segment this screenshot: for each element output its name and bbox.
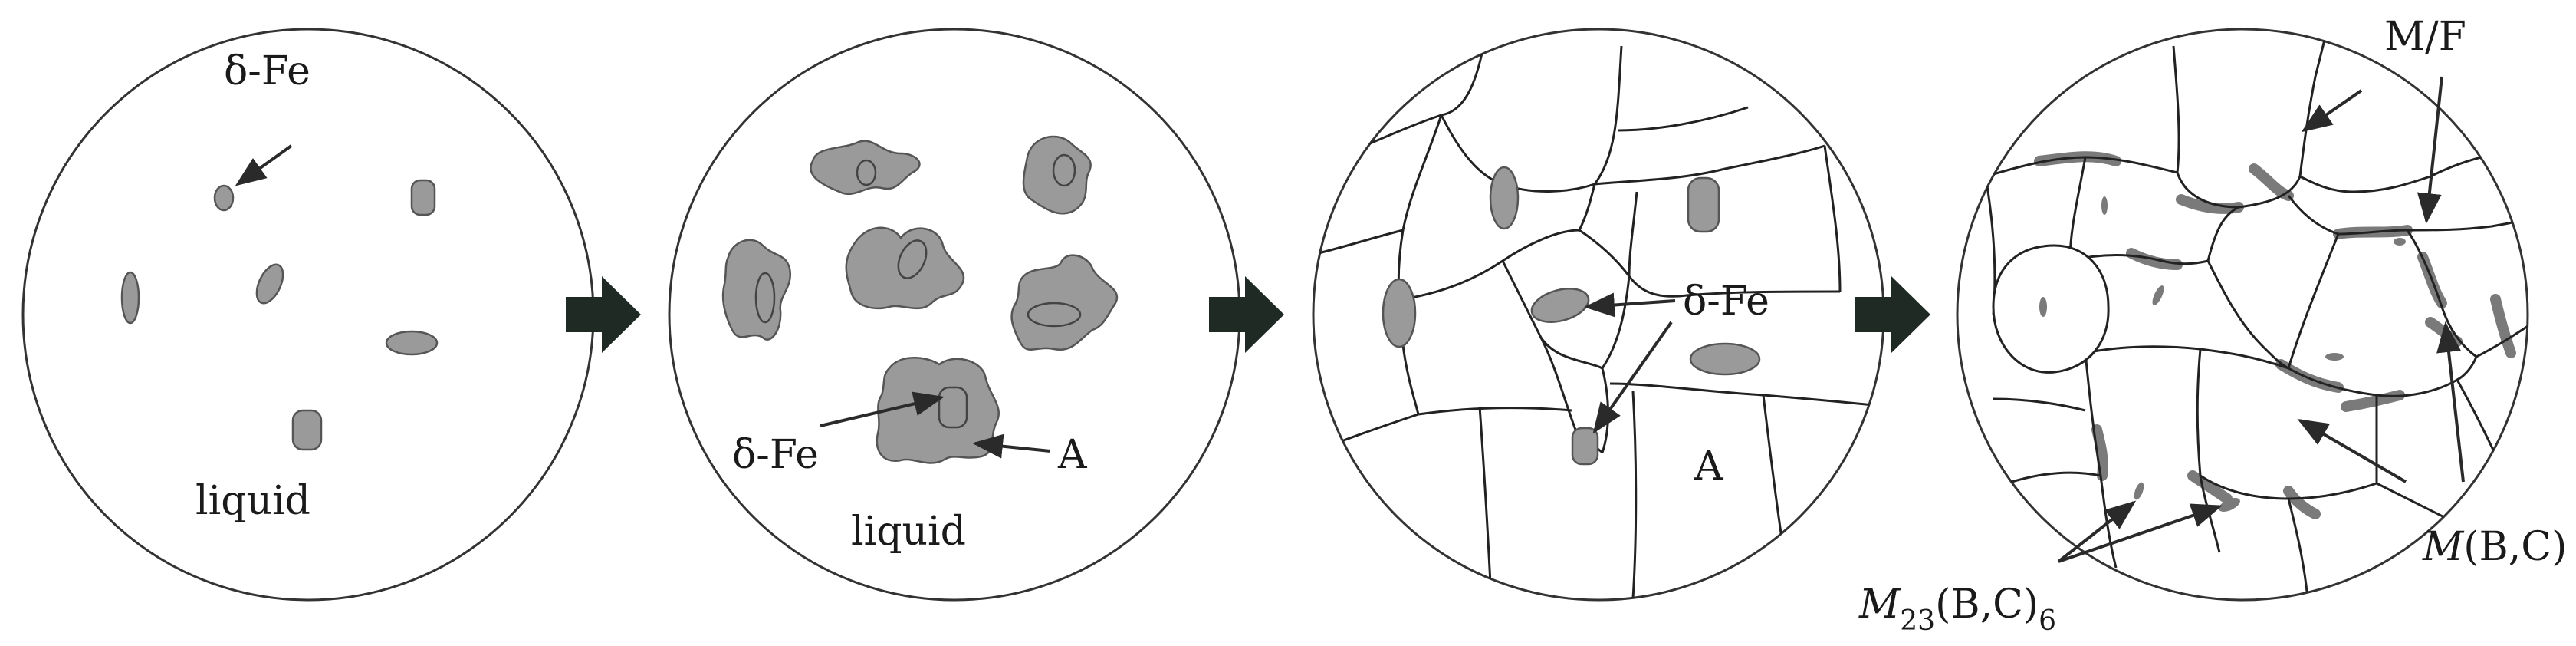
delta-fe-nucleus (291, 409, 323, 451)
final-microstructure (1984, 30, 2528, 599)
pointer-arrow-icon (2436, 321, 2465, 483)
m23-particle (2325, 353, 2344, 361)
stage-3-delta-fe-label: δ-Fe (1683, 279, 1769, 325)
pointer-arrow-icon (2058, 503, 2223, 563)
m23-particle (2219, 498, 2240, 512)
austenite-grain-boundaries (1318, 45, 1884, 599)
pointer-arrow-icon (2417, 76, 2443, 224)
m23-particle (2101, 196, 2108, 215)
stage-3-austenite-grains: δ-Fe A (1312, 28, 1885, 602)
mbc-rest: (B,C) (2463, 524, 2567, 570)
stage-4-m23-label: M23(B,C)6 (1858, 582, 2056, 637)
stage-4-mf-label: M/F (2384, 14, 2466, 60)
mbc-m: M (2422, 524, 2465, 570)
process-arrow-icon (1855, 276, 1930, 353)
stage-2-austenite-label: A (1057, 432, 1088, 478)
pointer-arrow-icon (1584, 292, 1676, 318)
stage-2-austenite-growth: δ-Fe A liquid (668, 28, 1241, 602)
delta-fe-remnant (1382, 278, 1417, 348)
m23-mid: (B,C) (1935, 582, 2039, 628)
delta-ferrite-cores (754, 153, 1082, 429)
delta-ferrite-remnants (1382, 166, 1761, 466)
stage-4-martensite-ferrite-with-borocarbides: M/F M(B,C) M23(B,C)6 (1858, 14, 2567, 637)
pointer-arrow-icon (2301, 89, 2363, 133)
m23-particle (2134, 482, 2144, 500)
m23-bc6-intragranular-particles (2039, 196, 2406, 512)
m23-sub1: 23 (1900, 605, 1935, 637)
process-arrow-icon (1209, 276, 1284, 353)
delta-fe-core (1027, 302, 1082, 328)
delta-ferrite-nuclei (120, 179, 439, 451)
stage-1-liquid-with-delta-ferrite: δ-Fe liquid (21, 28, 595, 602)
delta-fe-core (1052, 153, 1076, 187)
delta-fe-nucleus (410, 179, 436, 216)
pointer-arrow-icon (1592, 321, 1673, 434)
process-arrow-icon (566, 276, 641, 353)
m23-particle (2039, 297, 2047, 317)
equiaxed-grain (1992, 244, 2110, 374)
pointer-arrow-icon (2057, 500, 2137, 563)
delta-fe-remnant (1489, 166, 1520, 230)
stage-2-liquid-label: liquid (851, 509, 966, 555)
stage-2-delta-fe-label: δ-Fe (732, 432, 819, 478)
delta-fe-core (938, 386, 968, 429)
m23-m: M (1858, 582, 1901, 628)
delta-fe-remnant (1571, 427, 1599, 466)
austenite-grain (1010, 254, 1119, 351)
stage-3-austenite-label: A (1694, 443, 1724, 489)
stage-1-liquid-label: liquid (196, 478, 310, 524)
m23-sub2: 6 (2039, 605, 2056, 637)
delta-fe-core (754, 272, 776, 324)
m23-particle (2394, 238, 2406, 246)
delta-fe-core (856, 159, 877, 186)
delta-fe-nucleus (255, 263, 284, 305)
delta-fe-nucleus (213, 184, 235, 212)
pointer-arrow-icon (972, 433, 1051, 459)
pointer-arrow-icon (2297, 418, 2407, 483)
pointer-arrow-icon (820, 391, 945, 427)
delta-fe-remnant (1687, 176, 1720, 233)
m23-particle (2152, 285, 2164, 305)
delta-fe-core (897, 239, 928, 279)
delta-fe-nucleus (385, 330, 439, 356)
delta-fe-nucleus (120, 271, 140, 325)
austenite-grain (876, 357, 1000, 464)
stage-4-mbc-label: M(B,C) (2422, 524, 2567, 570)
delta-fe-remnant (1689, 342, 1761, 376)
pointer-arrow-icon (235, 144, 293, 186)
stage-1-delta-fe-label: δ-Fe (224, 48, 310, 94)
